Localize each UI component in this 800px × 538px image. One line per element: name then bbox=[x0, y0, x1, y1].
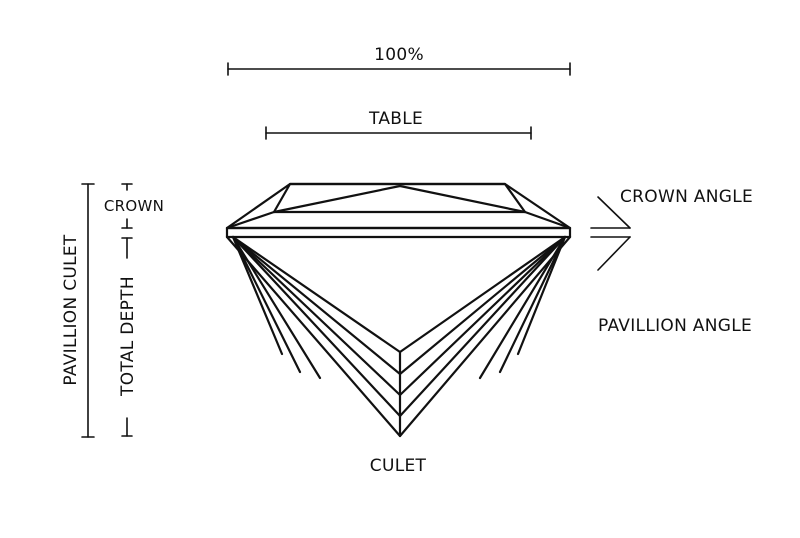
table-facet bbox=[272, 182, 527, 214]
pavilion-fan-right-2 bbox=[398, 235, 567, 397]
crown-facet-right bbox=[523, 210, 572, 230]
girdle bbox=[225, 226, 572, 239]
pavilion-outline bbox=[225, 235, 572, 438]
pavilion-fan-right-3 bbox=[398, 235, 567, 418]
pavilion-fan-left-1 bbox=[231, 235, 402, 376]
gem-drawing bbox=[225, 182, 572, 438]
table-dimension: TABLE bbox=[265, 109, 532, 140]
star-facet-right bbox=[398, 184, 527, 214]
pavilion-angle-label: PAVILLION ANGLE bbox=[598, 316, 752, 336]
crown-dimension: CROWN bbox=[104, 183, 164, 229]
pavilion-fan-left-5 bbox=[231, 235, 302, 374]
culet-label: CULET bbox=[370, 456, 427, 476]
pavilion-main-left bbox=[231, 235, 402, 354]
pavilion-fan-left-2 bbox=[231, 235, 402, 397]
pavilion-angle-line bbox=[597, 236, 631, 271]
crown-facet-left bbox=[225, 210, 276, 230]
star-facet-left bbox=[272, 184, 402, 214]
width-dimension: 100% bbox=[227, 45, 571, 76]
pavilion-fan-left-4 bbox=[231, 235, 322, 380]
pavilion-fan-right-4 bbox=[478, 235, 567, 380]
pavilion-culet-dimension: PAVILLION CULET bbox=[61, 183, 95, 438]
pavilion-fan-right-6 bbox=[516, 235, 567, 356]
pavilion-fan-right-5 bbox=[498, 235, 567, 374]
table-label: TABLE bbox=[368, 109, 423, 129]
total-depth-label: TOTAL DEPTH bbox=[118, 276, 138, 397]
pavilion-fan-right-1 bbox=[398, 235, 567, 376]
crown-angle-indicator bbox=[590, 196, 631, 271]
crown-angle-label: CROWN ANGLE bbox=[620, 187, 753, 207]
pavilion-culet-label: PAVILLION CULET bbox=[61, 234, 81, 386]
pavilion-fan-left-3 bbox=[231, 235, 402, 418]
crown-angle-line bbox=[597, 196, 631, 229]
pavilion-fan-left-6 bbox=[231, 235, 284, 356]
total-depth-dimension: TOTAL DEPTH bbox=[118, 237, 138, 437]
pavilion-main-right bbox=[398, 235, 567, 354]
crown-label: CROWN bbox=[104, 197, 164, 215]
width-label: 100% bbox=[374, 45, 424, 65]
